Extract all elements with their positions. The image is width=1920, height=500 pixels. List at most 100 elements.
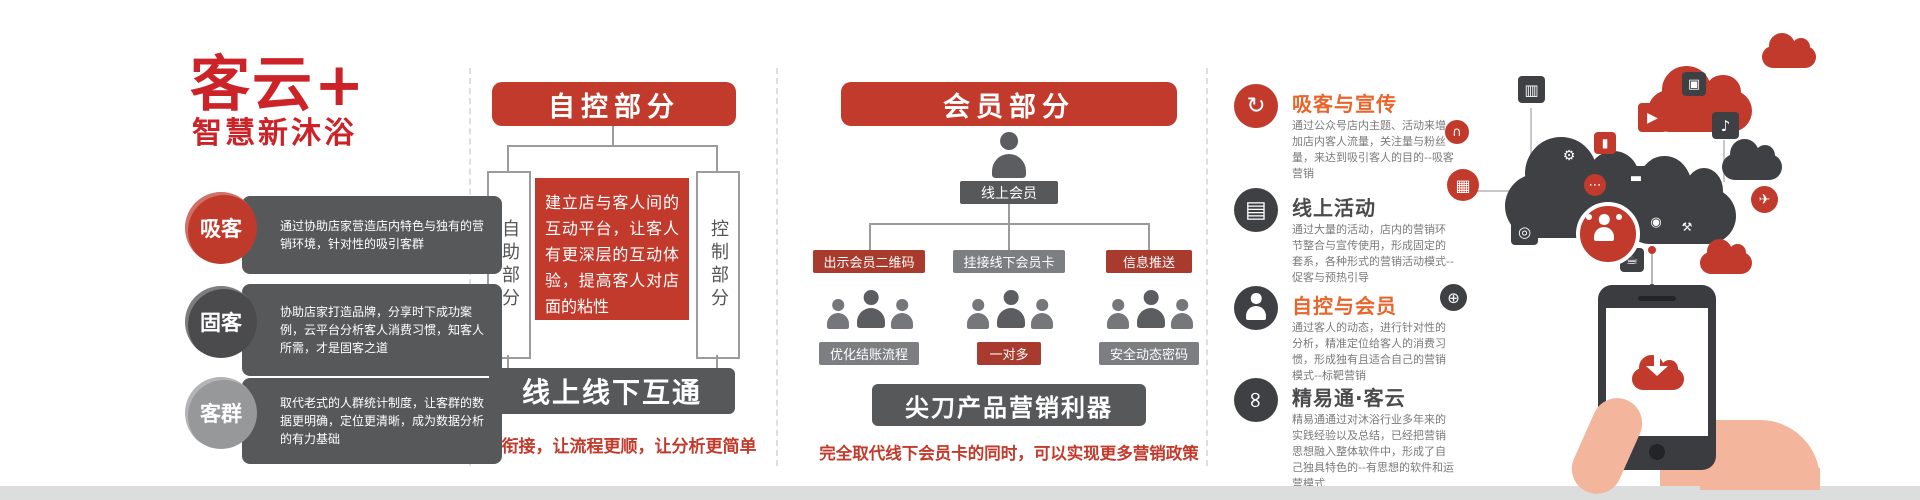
share-network-icon — [1576, 202, 1640, 266]
chat-icon: ⋯ — [1584, 174, 1606, 196]
feature-title: 线上活动 — [1292, 192, 1376, 221]
para-text: 精易通通过对沐浴行业多年来的实践经验以及总结，已经把营销思想融入整体软件中，形成… — [1292, 413, 1454, 490]
bottom-strip — [0, 486, 1920, 500]
play-icon: ▶ — [1638, 103, 1667, 132]
audience-card: 通过协助店家营造店内特色与独有的营销环境，针对性的吸引客群 — [242, 196, 502, 274]
branch-offline-card: 挂接线下会员卡 — [953, 250, 1065, 273]
node-label: 优化结账流程 — [829, 348, 908, 363]
feature-text: 精易通通过对沐浴行业多年来的实践经验以及总结，已经把营销思想融入整体软件中，形成… — [1292, 412, 1454, 492]
badge-label: 客群 — [200, 402, 242, 426]
connector — [716, 355, 718, 368]
title-text: 线上活动 — [1292, 196, 1376, 220]
cloud-shape — [1700, 239, 1752, 274]
link-icon: ∞ — [1234, 378, 1278, 422]
member-footnote: 完全取代线下会员卡的同时，可以实现更多营销政策 — [809, 440, 1209, 464]
node-label: 线上会员 — [981, 185, 1037, 202]
book-icon: ▥ — [1518, 76, 1545, 103]
pin-icon: ◉ — [1644, 210, 1668, 234]
section-title: 自控部分 — [548, 91, 680, 123]
phone-home-button — [1649, 444, 1665, 460]
download-arrow-head — [1646, 366, 1668, 376]
phone-speaker — [1638, 296, 1676, 301]
self-control-title: 自控部分 — [492, 82, 736, 126]
title-text: 吸客与宣传 — [1292, 92, 1397, 116]
interaction-platform-text: 建立店与客人间的互动平台，让客人有更深层的互动体验，提高客人对店面的粘性 — [535, 178, 689, 320]
attract-customers-badge: 吸客 — [185, 192, 257, 264]
connector — [1530, 108, 1532, 156]
hand-wrist — [1700, 468, 1820, 490]
download-arrow-icon — [1654, 352, 1660, 366]
connector — [507, 355, 509, 368]
connector — [507, 145, 718, 147]
center-text: 建立店与客人间的互动平台，让客人有更深层的互动体验，提高客人对店面的粘性 — [545, 193, 679, 316]
connector — [869, 223, 871, 250]
globe-icon: ⊕ — [1440, 284, 1467, 311]
box-label: 控制部分 — [708, 219, 729, 311]
wrench-icon: ⚒ — [1676, 216, 1698, 238]
sharp-product-banner: 尖刀产品营销利器 — [872, 384, 1146, 426]
member-title: 会员部分 — [841, 82, 1177, 126]
card-icon: ▬ — [1624, 166, 1648, 190]
footnote-text: 无缝衔接，让流程更顺，让分析更简单 — [467, 437, 757, 457]
headset-icon: ∩ — [1445, 120, 1469, 144]
cloud-shape — [1762, 33, 1816, 68]
badge-label: 吸客 — [200, 217, 242, 241]
online-member-label: 线上会员 — [960, 181, 1058, 204]
icon-glyph: ↻ — [1246, 93, 1266, 119]
online-offline-banner: 线上线下互通 — [489, 368, 735, 414]
banner-label: 线上线下互通 — [521, 376, 702, 409]
connector — [1008, 223, 1010, 250]
music-icon: ♪ — [1712, 112, 1739, 139]
node-label: 安全动态密码 — [1109, 348, 1188, 363]
news-icon: ▤ — [1234, 188, 1278, 232]
feature-text: 通过客人的动态，进行针对性的分析，精准定位给客人的消费习惯，形成独有且适合自己的… — [1292, 320, 1454, 384]
sync-icon: ↻ — [1234, 84, 1278, 128]
separator — [776, 68, 778, 466]
connector-dot — [1648, 246, 1656, 254]
feature-text: 通过公众号店内主题、活动来增加店内客人流量，关注量与粉丝量，来达到吸引客人的目的… — [1292, 118, 1454, 182]
icon-glyph: ∞ — [1242, 390, 1269, 410]
connector — [507, 145, 509, 171]
branch-push-message: 信息推送 — [1106, 250, 1192, 273]
gear-icon: ⚙ — [1557, 144, 1581, 168]
plane-icon: ✈ — [1751, 186, 1778, 213]
sub-label-one-to-many: 一对多 — [977, 342, 1041, 365]
feature-title: 吸客与宣传 — [1292, 88, 1397, 117]
badge-label: 固客 — [200, 311, 242, 335]
connector — [1148, 223, 1150, 250]
banner-label: 尖刀产品营销利器 — [905, 393, 1113, 422]
basket-icon: ▦ — [1447, 169, 1479, 201]
section-title: 会员部分 — [943, 91, 1075, 123]
customer-group-badge: 客群 — [185, 377, 257, 449]
people-group-icon — [819, 290, 923, 336]
feature-title: 精易通·客云 — [1292, 382, 1406, 411]
control-box: 控制部分 — [696, 171, 740, 359]
audience-card: 协助店家打造品牌，分享时下成功案例，云平台分析客人消费习惯，知客人所需，才是固客… — [242, 284, 502, 376]
para-text: 通过客人的动态，进行针对性的分析，精准定位给客人的消费习惯，形成独有且适合自己的… — [1292, 321, 1446, 382]
feature-text: 通过大量的活动，店内的营销环节整合与宣传使用，形成固定的套系，各种形式的营销活动… — [1292, 222, 1454, 286]
node-label: 出示会员二维码 — [823, 256, 915, 271]
node-label: 一对多 — [989, 348, 1029, 363]
camera-icon: ▣ — [1682, 72, 1706, 96]
cloud-shape — [1722, 138, 1782, 180]
person-icon — [1234, 286, 1278, 330]
footnote-text: 完全取代线下会员卡的同时，可以实现更多营销政策 — [819, 444, 1199, 463]
connector — [1651, 250, 1653, 290]
self-control-footnote: 无缝衔接，让流程更顺，让分析更简单 — [462, 432, 762, 457]
brand-logo: 客云+ — [190, 50, 367, 120]
audience-text: 取代老式的人群统计制度，让客群的数据更明确，定位更清晰，成为数据分析的有力基础 — [280, 396, 485, 446]
sub-label-checkout: 优化结账流程 — [819, 342, 919, 365]
audience-text: 通过协助店家营造店内特色与独有的营销环境，针对性的吸引客群 — [280, 219, 485, 251]
title-text: 精易通·客云 — [1292, 386, 1406, 410]
audience-card: 取代老式的人群统计制度，让客群的数据更明确，定位更清晰，成为数据分析的有力基础 — [242, 378, 502, 464]
phone-icon: ▮ — [1594, 132, 1616, 154]
connector — [1008, 204, 1010, 223]
search-icon: ◎ — [1511, 218, 1538, 245]
people-group-icon — [1099, 290, 1203, 336]
audience-text: 协助店家打造品牌，分享时下成功案例，云平台分析客人消费习惯，知客人所需，才是固客… — [280, 305, 485, 355]
sub-label-dynamic-password: 安全动态密码 — [1099, 342, 1199, 365]
icon-glyph: ▤ — [1245, 197, 1267, 223]
connector — [716, 145, 718, 171]
para-text: 通过大量的活动，店内的营销环节整合与宣传使用，形成固定的套系，各种形式的营销活动… — [1292, 223, 1454, 284]
